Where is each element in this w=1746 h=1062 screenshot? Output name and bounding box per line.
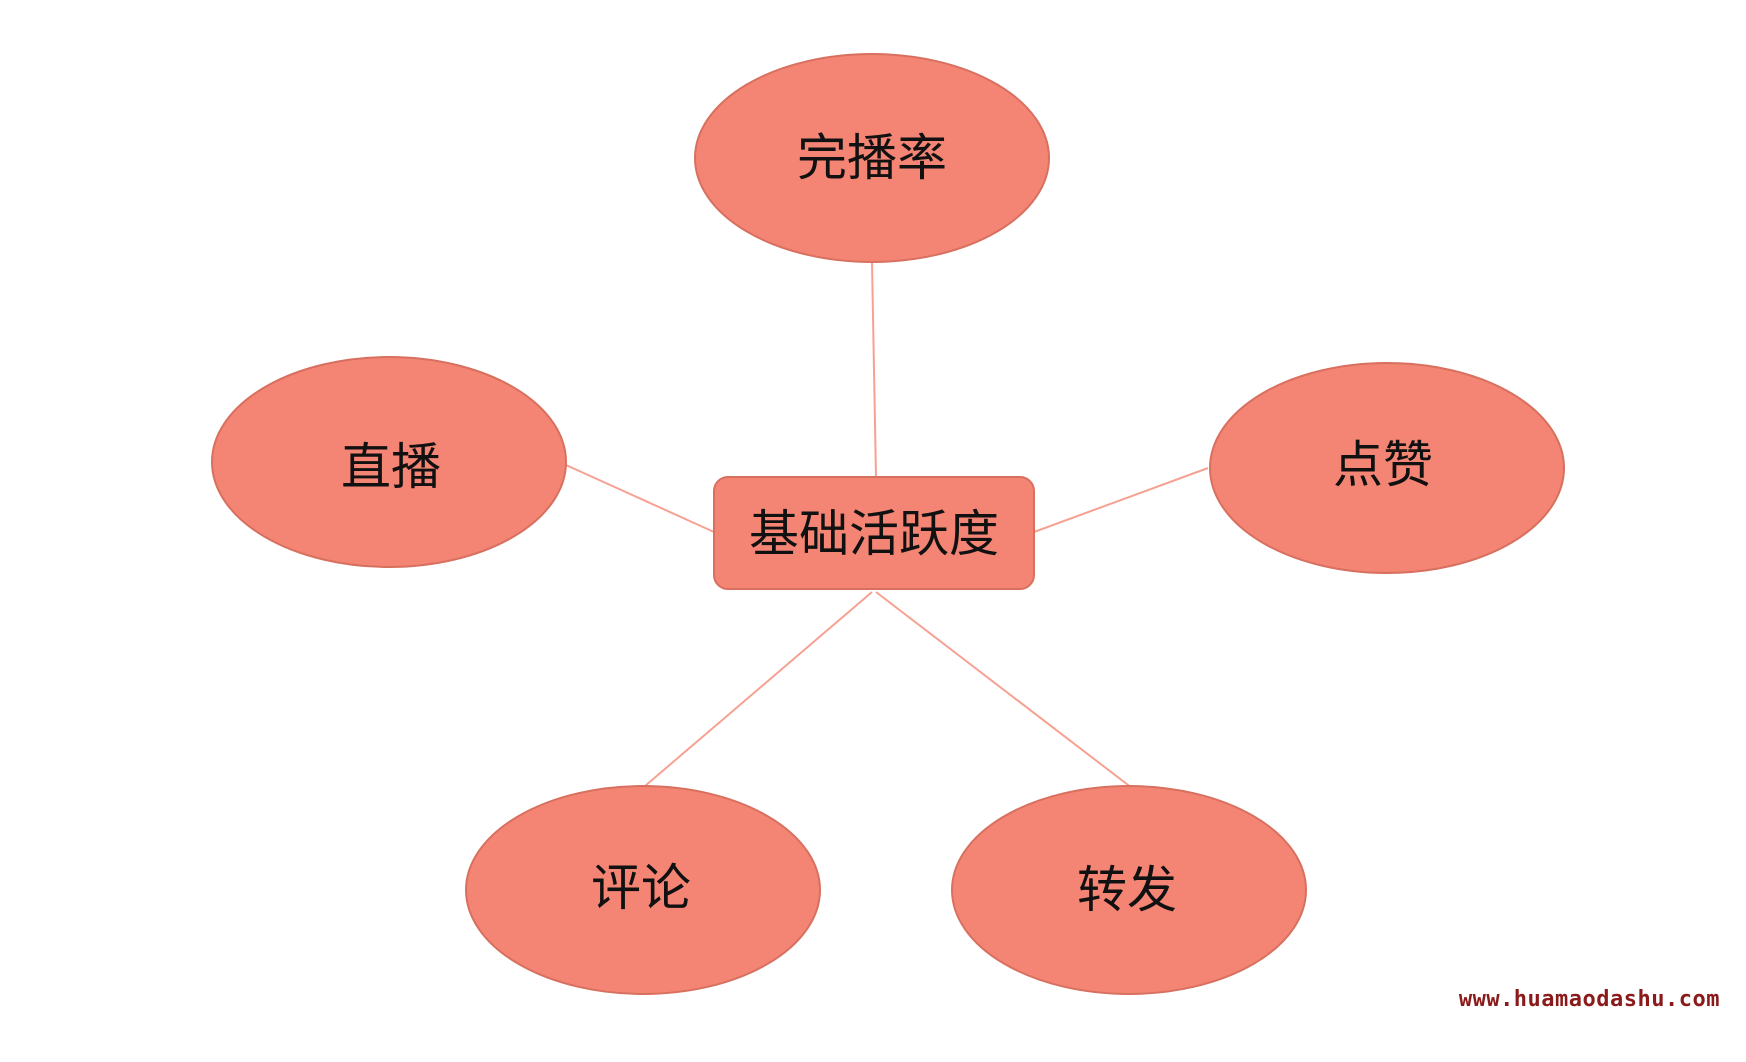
node-share-shape [951,785,1307,995]
node-live-shape [211,356,567,568]
center-node[interactable]: 基础活跃度 [713,476,1035,590]
center-node-label: 基础活跃度 [749,505,999,563]
connector-live [565,464,715,533]
node-share[interactable]: 转发 [951,785,1307,995]
node-live-label: 直播 [341,438,441,496]
node-completion-rate-shape [694,53,1050,263]
node-completion-rate[interactable]: 完播率 [694,53,1050,263]
node-share-label: 转发 [1077,861,1177,919]
connector-completion [871,261,877,478]
connector-like [1033,467,1209,533]
node-like-label: 点赞 [1333,436,1433,494]
connector-share [875,591,1133,789]
center-node-box [713,476,1035,590]
node-live[interactable]: 直播 [211,356,567,568]
watermark: www.huamaodashu.com [1458,987,1720,1012]
node-comment[interactable]: 评论 [465,785,821,995]
connector-comment [644,591,873,787]
node-comment-label: 评论 [591,859,691,917]
node-like[interactable]: 点赞 [1209,362,1565,574]
node-comment-shape [465,785,821,995]
node-completion-rate-label: 完播率 [797,129,947,187]
node-like-shape [1209,362,1565,574]
